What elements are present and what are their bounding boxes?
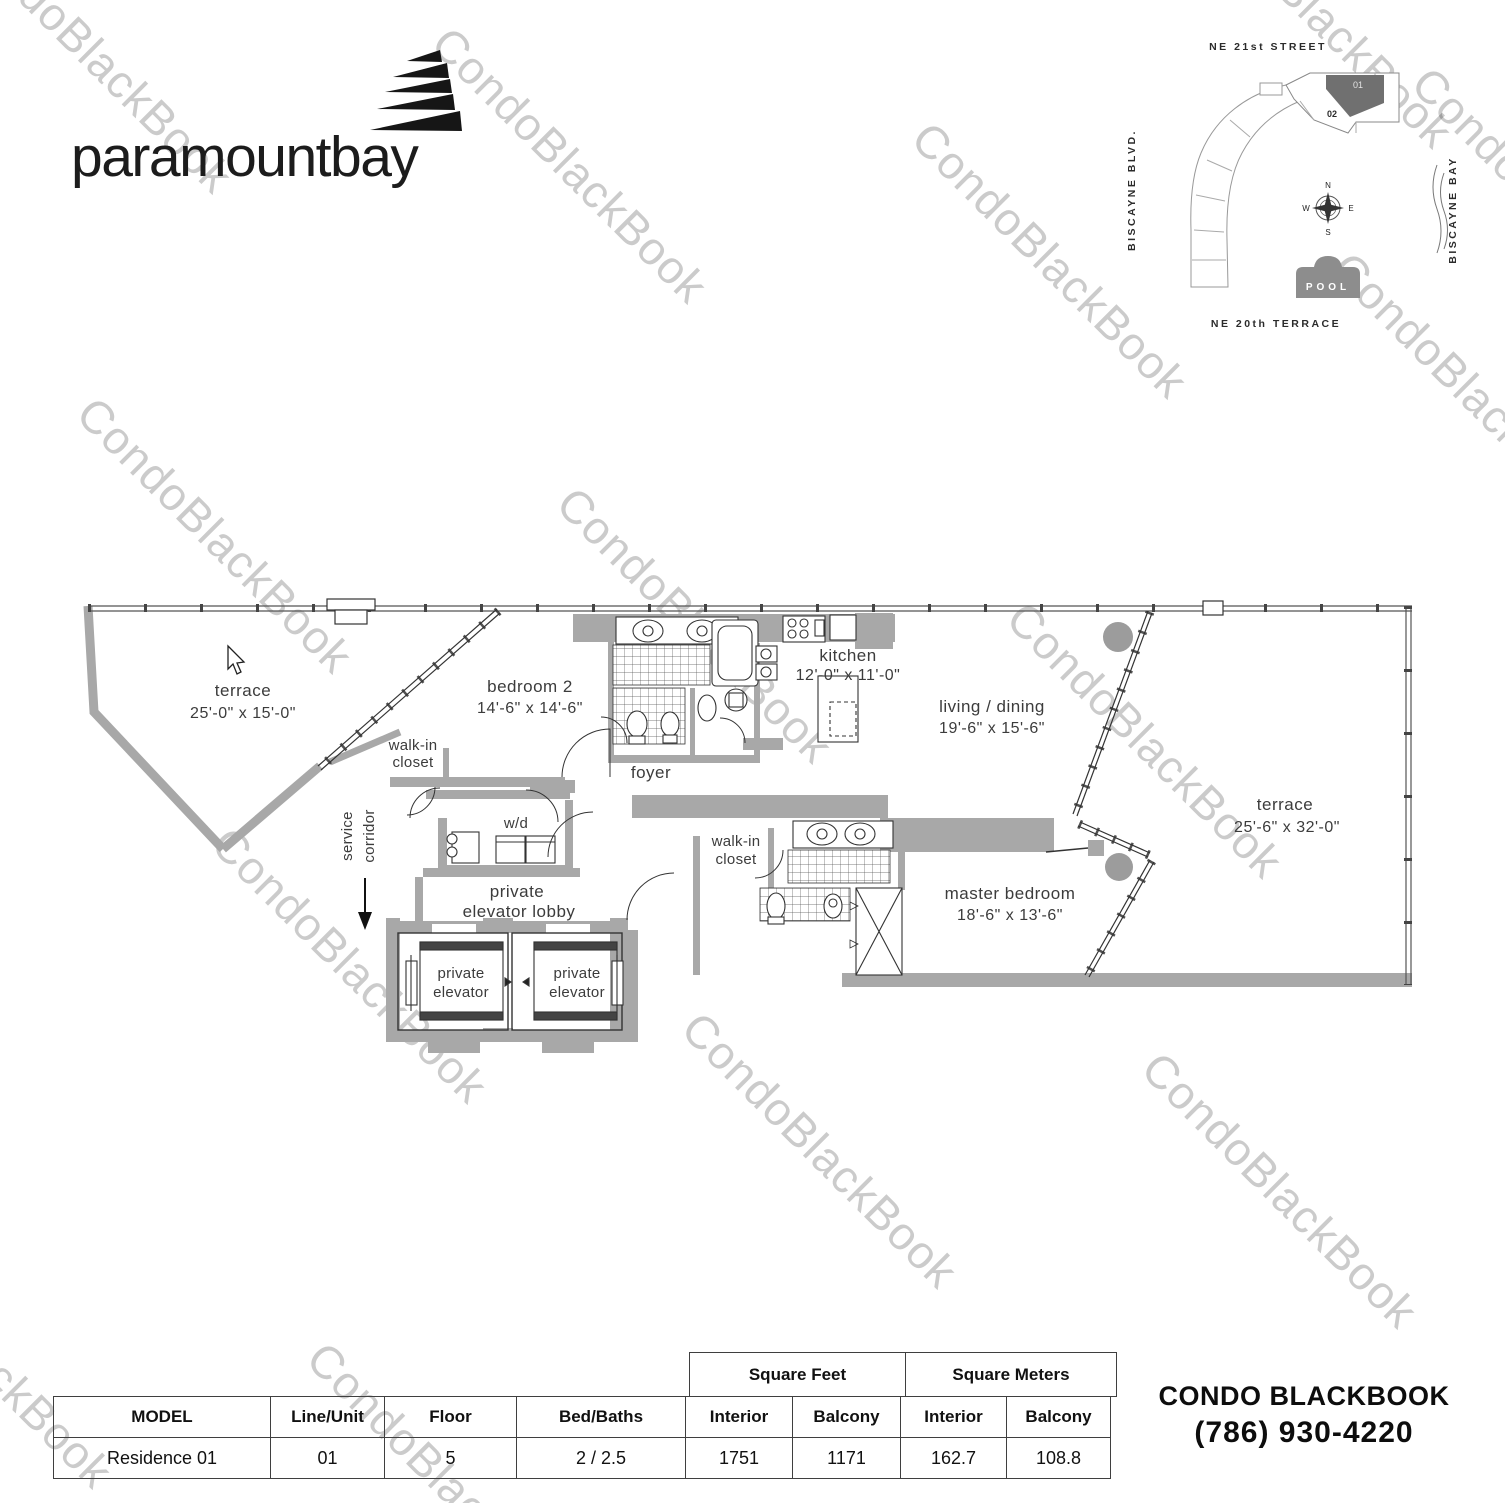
private-elevator-1-label: private — [437, 965, 484, 982]
street-right-label: BISCAYNE BAY — [1447, 156, 1459, 263]
cell-sm-interior: 162.7 — [900, 1437, 1007, 1479]
col-header-sm-balcony: Balcony — [1006, 1396, 1111, 1438]
wall-openings — [432, 818, 693, 934]
private-elevator-2-label: elevator — [549, 984, 605, 1001]
contact-phone: (786) 930-4220 — [1194, 1416, 1414, 1449]
glass-walls — [316, 607, 1156, 979]
col-header-sm-interior: Interior — [900, 1396, 1007, 1438]
walk-in-closet-2-label: closet — [716, 851, 758, 868]
col-header-sf-balcony: Balcony — [792, 1396, 901, 1438]
cursor-icon — [227, 644, 246, 675]
group-header-square-meters: Square Meters — [905, 1352, 1117, 1397]
fixtures — [397, 614, 903, 1031]
living-dining-dims: 19'-6" x 15'-6" — [939, 720, 1045, 737]
service-corridor-arrow-icon — [358, 878, 372, 930]
terrace-right-dims: 25'-6" x 32'-0" — [1234, 819, 1340, 836]
svg-text:W: W — [1302, 204, 1310, 213]
paramountbay-logo-icon — [370, 50, 462, 131]
foyer-label: foyer — [631, 763, 671, 782]
cell-line-unit: 01 — [270, 1437, 385, 1479]
terrace-left-label: terrace — [215, 681, 271, 700]
cell-sm-balcony: 108.8 — [1006, 1437, 1111, 1479]
compass-icon: N E S W — [1302, 181, 1353, 237]
cell-bed-baths: 2 / 2.5 — [516, 1437, 686, 1479]
col-header-sf-interior: Interior — [685, 1396, 793, 1438]
col-header-bed-baths: Bed/Baths — [516, 1396, 686, 1438]
walk-in-closet-1-label: closet — [393, 754, 435, 771]
svg-text:S: S — [1325, 228, 1330, 237]
site-pool: POOL — [1296, 256, 1360, 298]
door-arcs — [406, 716, 784, 921]
paramountbay-logo-text: paramountbay — [71, 125, 419, 189]
col-header-floor: Floor — [384, 1396, 517, 1438]
bedroom-2-label: bedroom 2 — [487, 677, 573, 696]
private-elevator-2-label: private — [553, 965, 600, 982]
floor-plan: terrace 25'-0" x 15'-0" bedroom 2 14'-6"… — [83, 598, 1412, 1053]
site-map: 01 02 N E S W POOL NE 21st STREET BISCAY… — [1126, 41, 1459, 330]
contact-brand: CONDO BLACKBOOK — [1158, 1381, 1450, 1411]
private-elevator-1-label: elevator — [433, 984, 489, 1001]
site-building-outline: 01 02 — [1190, 72, 1400, 288]
service-corridor-label: service — [339, 811, 356, 861]
col-header-line-unit: Line/Unit — [270, 1396, 385, 1438]
table-data-row: Residence 01 01 5 2 / 2.5 1751 1171 162.… — [53, 1437, 1111, 1479]
street-bottom-label: NE 20th TERRACE — [1211, 318, 1341, 330]
columns — [1103, 622, 1133, 881]
terrace-left-dims: 25'-0" x 15'-0" — [190, 705, 296, 722]
site-unit-02-label: 02 — [1327, 109, 1337, 119]
master-bedroom-label: master bedroom — [945, 884, 1076, 903]
cell-sf-interior: 1751 — [685, 1437, 793, 1479]
master-bedroom-dims: 18'-6" x 13'-6" — [957, 907, 1063, 924]
cell-model: Residence 01 — [53, 1437, 271, 1479]
street-top-label: NE 21st STREET — [1209, 41, 1327, 53]
site-unit-01-label: 01 — [1353, 80, 1363, 90]
group-header-square-feet: Square Feet — [689, 1352, 906, 1397]
service-corridor-label: corridor — [361, 809, 378, 862]
svg-text:N: N — [1325, 181, 1331, 190]
table-header-row: MODEL Line/Unit Floor Bed/Baths Interior… — [53, 1396, 1111, 1438]
private-elevator-lobby-label: elevator lobby — [463, 902, 576, 921]
pool-label: POOL — [1306, 282, 1350, 293]
cell-sf-balcony: 1171 — [792, 1437, 901, 1479]
railings — [88, 598, 1412, 985]
table-group-row: Square Feet Square Meters — [54, 1352, 1117, 1397]
kitchen-label: kitchen — [819, 646, 876, 665]
bay-waves-icon — [1432, 164, 1448, 254]
walk-in-closet-2-label: walk-in — [711, 833, 761, 850]
living-dining-label: living / dining — [939, 697, 1045, 716]
site-unit-01-shape — [1326, 75, 1384, 117]
cell-floor: 5 — [384, 1437, 517, 1479]
terrace-right-label: terrace — [1257, 795, 1313, 814]
walk-in-closet-1-label: walk-in — [388, 737, 438, 754]
private-elevator-lobby-label: private — [490, 882, 545, 901]
contact-block: CONDO BLACKBOOK (786) 930-4220 — [1138, 1381, 1470, 1450]
street-left-label: BISCAYNE BLVD. — [1126, 129, 1138, 251]
watermark: CondoBlackBook — [1131, 1041, 1429, 1339]
kitchen-dims: 12'-0" x 11'-0" — [796, 667, 901, 684]
bedroom-2-dims: 14'-6" x 14'-6" — [477, 700, 583, 717]
svg-text:E: E — [1348, 204, 1353, 213]
col-header-model: MODEL — [53, 1396, 271, 1438]
wd-label: w/d — [503, 815, 528, 832]
